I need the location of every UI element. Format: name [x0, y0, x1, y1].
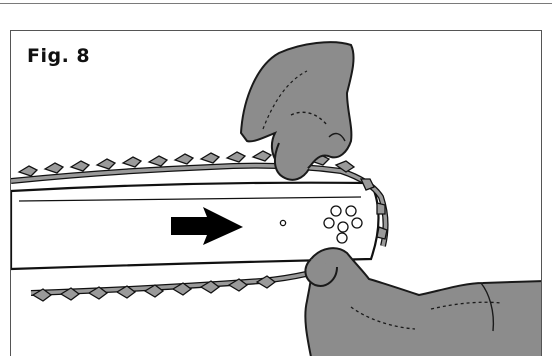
glove-bottom-icon [304, 247, 541, 356]
glove-top-icon [239, 41, 355, 181]
direction-arrow-icon [171, 207, 243, 245]
chain-lower-icon [30, 260, 343, 302]
chain-installation-illustration [11, 41, 541, 356]
sprocket-holes-icon [323, 205, 363, 244]
top-divider [0, 0, 552, 4]
bar-hole-icon [279, 219, 287, 227]
top-page-edge [0, 0, 552, 8]
figure-label: Fig. 8 [27, 45, 91, 67]
figure-frame: Fig. 8 [10, 30, 542, 356]
